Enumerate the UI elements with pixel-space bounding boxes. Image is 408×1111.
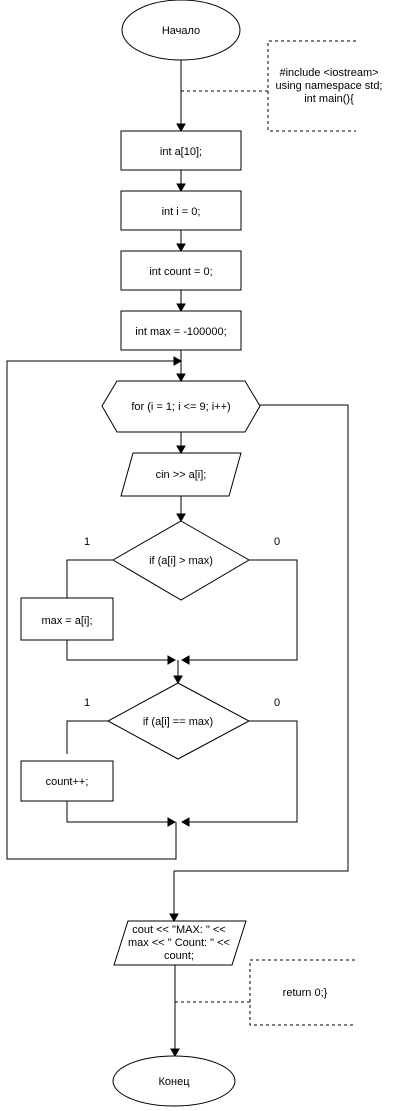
arrowhead — [176, 513, 186, 523]
process-decl-array[interactable]: int a[10]; — [120, 130, 242, 171]
edge-cond-max-true — [66, 559, 113, 598]
start-label: Начало — [162, 25, 200, 37]
note-footer-label: return 0;} — [283, 987, 328, 999]
arrowhead — [176, 303, 186, 313]
process-init-max[interactable]: int max = -100000; — [120, 310, 242, 351]
process-box — [120, 310, 242, 351]
arrowhead — [176, 123, 186, 133]
process-label: count++; — [46, 776, 89, 788]
note-header: #include <iostream> using namespace std;… — [267, 40, 383, 132]
process-label: int max = -100000; — [135, 326, 226, 338]
start-node[interactable]: Начало — [121, 0, 241, 61]
branch-label-true: 1 — [84, 697, 90, 709]
process-label: int i = 0; — [162, 206, 201, 218]
arrowhead — [176, 373, 186, 383]
arrowhead — [176, 183, 186, 193]
output-parallelogram — [113, 920, 247, 966]
process-label: max = a[i]; — [41, 615, 92, 627]
process-box — [20, 760, 114, 802]
note-header-line-2: using namespace std; — [275, 80, 382, 92]
note-header-line-1: #include <iostream> — [279, 67, 378, 79]
note-footer-bracket — [249, 959, 355, 1026]
branch-label-false: 0 — [274, 536, 280, 548]
loop-hexagon — [101, 380, 261, 433]
end-terminator — [112, 1055, 236, 1107]
arrowhead — [180, 817, 190, 827]
decision-label: if (a[i] == max) — [143, 716, 213, 728]
end-node[interactable]: Конец — [112, 1055, 236, 1107]
branch-label-true: 1 — [84, 536, 90, 548]
arrowhead — [167, 817, 177, 827]
note-footer: return 0;} — [249, 959, 355, 1026]
loop-label: for (i = 1; i <= 9; i++) — [131, 401, 230, 413]
connectors — [6, 60, 349, 1058]
process-box — [120, 250, 242, 291]
arrowhead — [176, 445, 186, 455]
decision-cond-max[interactable]: if (a[i] > max) — [112, 520, 250, 601]
edge-loop-back — [6, 360, 177, 860]
arrowhead — [169, 913, 179, 923]
edge-cond-eq-false-to-merge — [189, 720, 298, 823]
output-line-2: max << " Count: " << — [128, 937, 230, 949]
process-label: int count = 0; — [149, 266, 212, 278]
decision-diamond — [112, 520, 250, 601]
output-line-1: cout << "MAX: " << — [132, 924, 225, 936]
edge-loop-exit — [173, 404, 349, 914]
process-label: int a[10]; — [160, 146, 202, 158]
process-box — [20, 597, 114, 641]
decision-diamond — [106, 682, 251, 760]
arrowhead — [173, 356, 183, 366]
edge-cond-eq-true — [66, 720, 108, 754]
input-parallelogram — [120, 452, 242, 497]
note-header-bracket — [267, 40, 356, 132]
branch-label-false: 0 — [274, 697, 280, 709]
edge-cond-max-false-to-merge — [189, 559, 298, 661]
process-init-count[interactable]: int count = 0; — [120, 250, 242, 291]
arrowhead — [176, 243, 186, 253]
process-init-i[interactable]: int i = 0; — [120, 190, 242, 231]
edge-inc-count-to-merge — [66, 801, 168, 823]
output-node[interactable]: cout << "MAX: " << max << " Count: " << … — [113, 920, 247, 966]
process-inc-count[interactable]: count++; — [20, 760, 114, 802]
start-terminator — [121, 0, 241, 61]
arrowhead — [170, 1048, 180, 1058]
arrowhead — [167, 655, 177, 665]
arrowhead — [180, 655, 190, 665]
output-line-3: count; — [164, 950, 194, 962]
process-box — [120, 190, 242, 231]
process-box — [120, 130, 242, 171]
edge-assign-max-to-merge — [66, 640, 168, 661]
input-node[interactable]: cin >> a[i]; — [120, 452, 242, 497]
decision-label: if (a[i] > max) — [149, 555, 213, 567]
note-header-line-3: int main(){ — [304, 93, 354, 105]
process-assign-max[interactable]: max = a[i]; — [20, 597, 114, 641]
input-label: cin >> a[i]; — [156, 469, 207, 481]
loop-node[interactable]: for (i = 1; i <= 9; i++) — [101, 380, 261, 433]
decision-cond-eq[interactable]: if (a[i] == max) — [106, 682, 251, 760]
end-label: Конец — [158, 1076, 190, 1088]
arrowhead — [173, 675, 183, 685]
